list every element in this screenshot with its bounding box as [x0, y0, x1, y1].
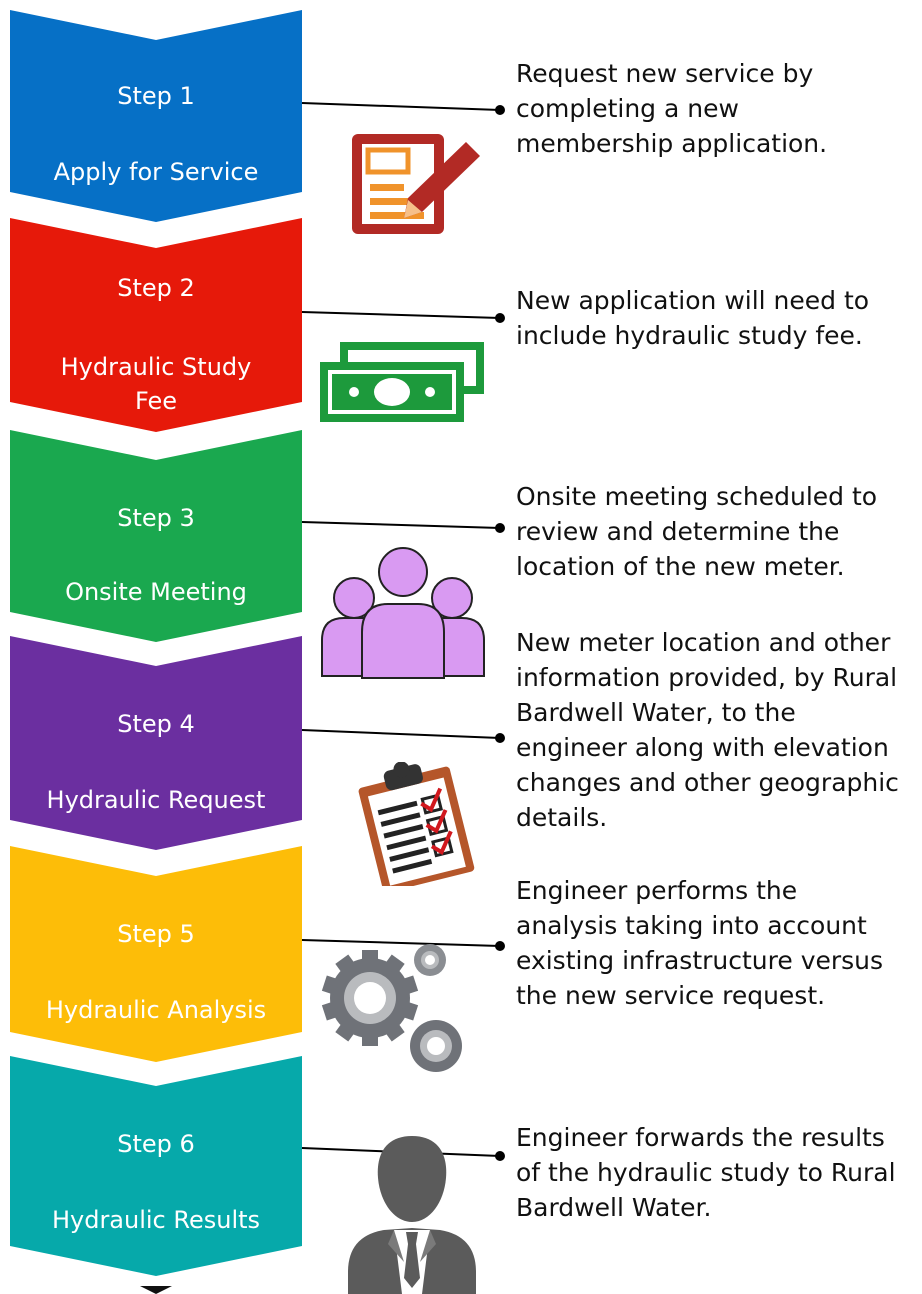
step-1-description: Request new service by completing a new …: [516, 59, 828, 158]
step-4-title: Hydraulic Request: [46, 786, 266, 814]
step-5-number: Step 5: [117, 920, 195, 948]
connector-line-2: [301, 311, 501, 319]
gear-tooth: [399, 1000, 419, 1021]
step-1-title: Apply for Service: [53, 158, 259, 186]
gear-tooth: [335, 1020, 357, 1042]
step-5-description: Engineer performs the analysis taking in…: [516, 876, 884, 1010]
step-3-number: Step 3: [117, 504, 195, 532]
engineer-person-icon: [348, 1136, 476, 1294]
step-6-number: Step 6: [117, 1130, 195, 1158]
connector-dot-3: [495, 523, 505, 533]
step-6-title: Hydraulic Results: [51, 1206, 261, 1234]
step-1-number: Step 1: [117, 82, 195, 110]
chevron-step-4: [10, 636, 302, 850]
connector-line-5: [301, 939, 501, 947]
chevron-step-5: [10, 846, 302, 1062]
gear-tooth: [383, 1020, 405, 1042]
money-icon: [320, 342, 484, 422]
connector-line-3: [301, 521, 501, 529]
connector-dot-1: [495, 105, 505, 115]
gear-tooth: [383, 954, 405, 976]
gear-tooth: [321, 975, 341, 996]
gear-tooth: [362, 1032, 378, 1046]
step-5-title: Hydraulic Analysis: [45, 996, 267, 1024]
step-2-number: Step 2: [117, 274, 195, 302]
connector-dot-4: [495, 733, 505, 743]
gear-tooth: [321, 1000, 341, 1021]
gear-tooth: [362, 950, 378, 964]
chevron-step-2: [10, 218, 302, 432]
chevron-step-3: [10, 430, 302, 642]
connector-line-1: [301, 102, 501, 111]
connector-line-4: [301, 729, 501, 739]
step-4-description: New meter location and other information…: [516, 628, 899, 832]
connector-dot-2: [495, 313, 505, 323]
people-group-icon: [321, 547, 485, 679]
chevron-step-1: [10, 10, 302, 222]
gear-tooth: [335, 954, 357, 976]
gears-icon: [321, 944, 462, 1072]
step-2-description: New application will need to include hyd…: [516, 286, 870, 350]
step-6-description: Engineer forwards the results of the hyd…: [516, 1123, 896, 1222]
step-3-title: Onsite Meeting: [65, 578, 247, 606]
connector-dot-6: [495, 1151, 505, 1161]
step-2-title: Hydraulic Study Fee: [60, 353, 252, 415]
chevron-step-6: [10, 1056, 302, 1276]
step-4-number: Step 4: [117, 710, 195, 738]
flow-end-marker: [140, 1286, 172, 1294]
clipboard-checklist-icon: [358, 762, 475, 886]
connector-dot-5: [495, 941, 505, 951]
application-form-icon: [352, 134, 480, 234]
step-3-description: Onsite meeting scheduled to review and d…: [516, 482, 878, 581]
gear-tooth: [399, 975, 419, 996]
